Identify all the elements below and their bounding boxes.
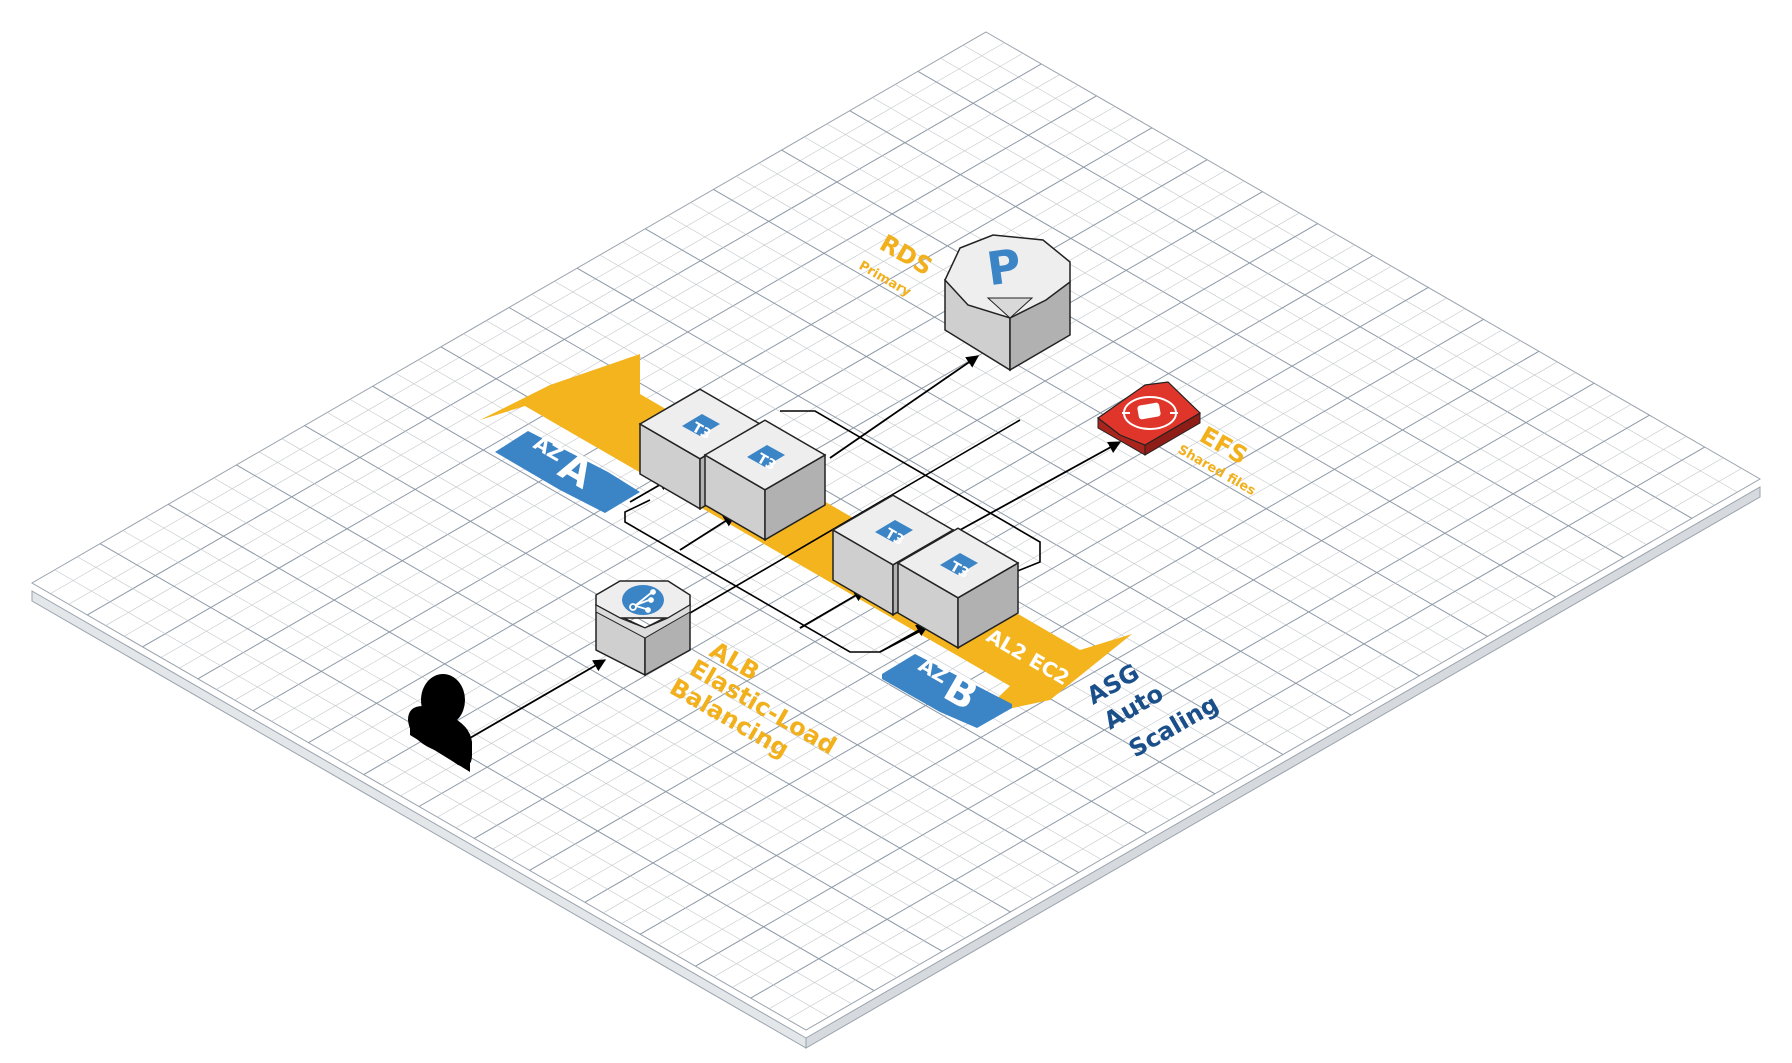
grid-line [768, 457, 1724, 1009]
instance-type-badge [875, 520, 913, 542]
rds-node[interactable]: P [944, 234, 1071, 372]
lb-to-t3-3-arrow [799, 589, 867, 629]
file-system-icon [1122, 396, 1178, 430]
lb-to-t3-2-arrow [679, 514, 737, 551]
rds-bevel [986, 297, 1034, 319]
grid-lines [50, 42, 1742, 1020]
platform-front-right-side [805, 486, 1761, 1049]
grid-line [190, 490, 966, 939]
loop-line-upper [780, 410, 1041, 575]
rds-top-face [944, 234, 1071, 319]
grid-line [99, 543, 875, 992]
instance-type-badge [682, 414, 720, 436]
load-balancer-glyph [629, 589, 656, 613]
alb-bevel [595, 604, 691, 639]
instance-type-badge [940, 553, 978, 575]
grid-line [77, 556, 852, 1005]
grid-line [787, 468, 1742, 1020]
lb-to-t3-4-arrow [879, 624, 930, 653]
grid-line [713, 425, 1669, 978]
user-icon[interactable] [408, 674, 472, 772]
ec2-to-efs-arrow [959, 441, 1122, 531]
grid-line [732, 436, 1687, 988]
grid-line [695, 414, 1650, 967]
grid-line [122, 530, 898, 978]
ec2-instance-2[interactable]: T3 [703, 419, 827, 542]
efs-node[interactable] [1096, 381, 1201, 456]
grid-line [750, 446, 1705, 999]
user-to-alb-arrow [469, 659, 607, 739]
alb-node[interactable] [595, 580, 691, 677]
database-primary-icon: P [984, 238, 1025, 296]
grid-line [54, 569, 829, 1018]
instance-type-badge [747, 445, 785, 467]
ec2-instance-4[interactable]: T3 [896, 527, 1020, 650]
ec2-to-rds-arrow [829, 355, 980, 459]
grid-line [145, 517, 920, 965]
grid-line [168, 503, 943, 952]
